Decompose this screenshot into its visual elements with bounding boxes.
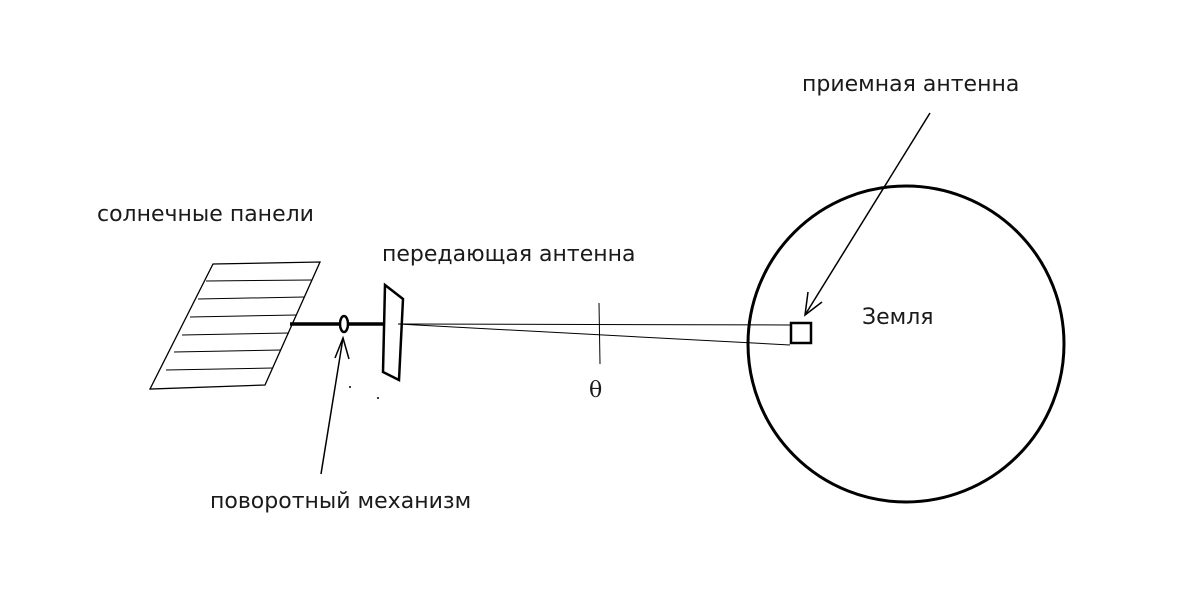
beam-upper-edge (397, 323, 791, 326)
rotary-mechanism (338, 314, 350, 334)
stray-dot (349, 386, 351, 388)
solar-panel-cells (165, 279, 313, 371)
transmitting-antenna-dish (381, 282, 405, 382)
earth-circle (746, 184, 1066, 504)
beam-lower-edge (397, 323, 791, 346)
angle-marker-tick (598, 302, 601, 365)
receiving-antenna-arrow (804, 112, 931, 317)
rotary-mechanism-label: поворотный механизм (210, 489, 472, 514)
stray-dot (377, 397, 379, 399)
transmitting-antenna-label: передающая антенна (382, 242, 636, 267)
earth-label: Земля (862, 305, 934, 330)
solar-panel (148, 261, 322, 390)
receiving-antenna (789, 321, 813, 345)
microwave-beam (397, 323, 791, 346)
solar-panel-frame (148, 261, 322, 390)
rotary-mechanism-arrow (320, 335, 350, 475)
receiving-antenna-label: приемная антенна (802, 72, 1020, 97)
solar-panels-label: солнечные панели (97, 202, 314, 227)
angle-theta-label: θ (589, 378, 603, 403)
